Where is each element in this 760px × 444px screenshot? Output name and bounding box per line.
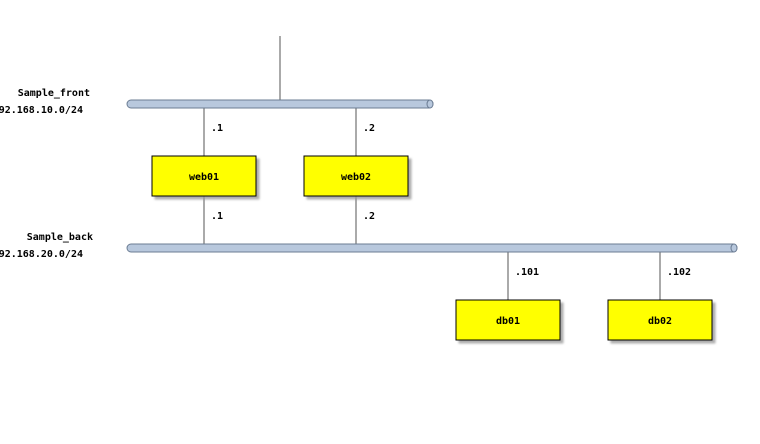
- node-web02-label: web02: [341, 172, 371, 183]
- node-db01-label: db01: [496, 316, 520, 327]
- ip-label-web01-front: .1: [211, 123, 223, 134]
- network-back-name: Sample_back: [27, 232, 93, 243]
- network-back-address: 92.168.20.0/24: [0, 249, 83, 260]
- node-web01-label: web01: [189, 172, 219, 183]
- ip-label-web01-back: .1: [211, 211, 223, 222]
- ip-label-web02-back: .2: [363, 211, 375, 222]
- network-front-name: Sample_front: [18, 88, 90, 99]
- node-web01[interactable]: web01: [151, 155, 257, 197]
- network-front-address: 92.168.10.0/24: [0, 105, 83, 116]
- ip-label-web02-front: .2: [363, 123, 375, 134]
- node-db01[interactable]: db01: [455, 299, 561, 341]
- node-db02[interactable]: db02: [607, 299, 713, 341]
- ip-label-db02-back: .102: [667, 267, 691, 278]
- node-web02[interactable]: web02: [303, 155, 409, 197]
- network-bus-front[interactable]: [126, 99, 434, 109]
- node-db02-label: db02: [648, 316, 672, 327]
- ip-label-db01-back: .101: [515, 267, 539, 278]
- network-bus-back[interactable]: [126, 243, 738, 253]
